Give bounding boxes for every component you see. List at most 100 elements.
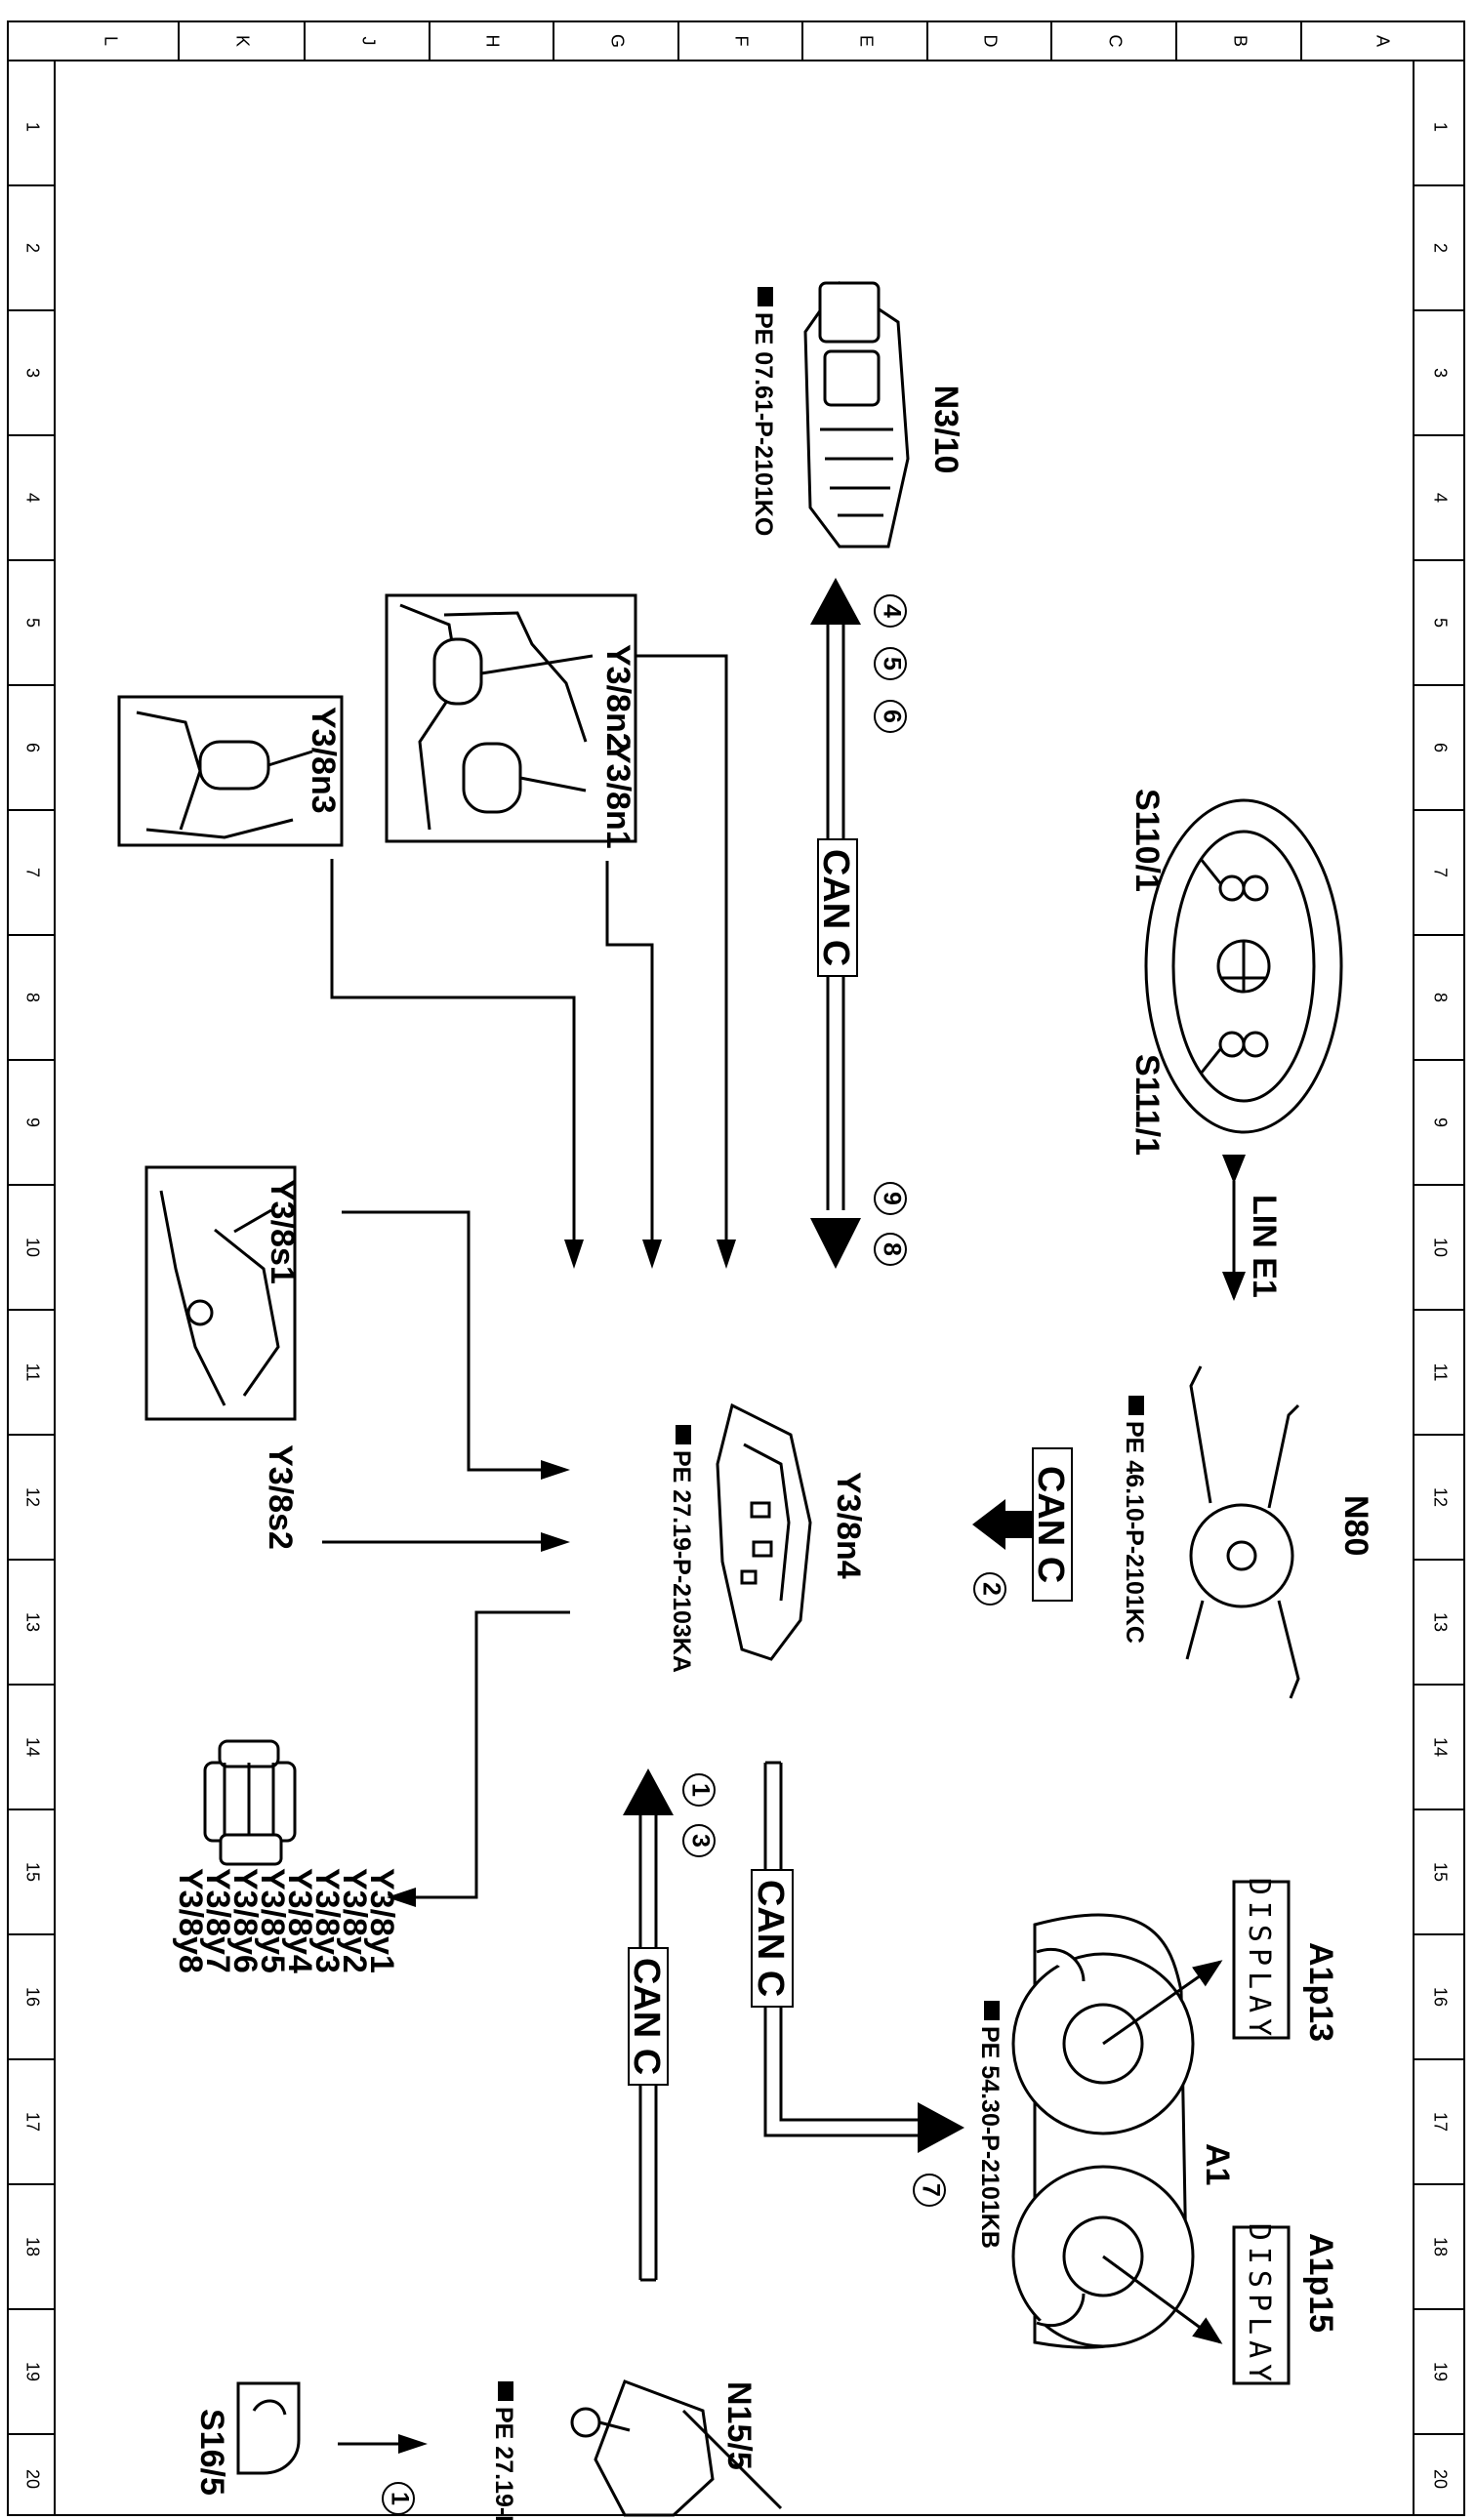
y3-8n3-inset xyxy=(117,695,344,847)
n15-5-ref-text: PE 27.19-P-21 xyxy=(490,2407,517,2520)
can-n80-label: CAN C xyxy=(1030,1466,1071,1583)
a1-ref: PE 54.30-P-2101KB xyxy=(976,2001,1004,2249)
arrow-to-n4-1 xyxy=(717,1240,736,1269)
row-labels-left: 1 2 3 4 5 6 7 8 9 10 11 12 13 14 15 16 1… xyxy=(22,122,42,2489)
can-cluster-arrow xyxy=(918,2102,964,2153)
n80-ref: PE 46.10-P-2101KC xyxy=(1121,1396,1148,1644)
row-label-right-20: 20 xyxy=(1430,2469,1450,2489)
marker-7: 7 xyxy=(917,2183,944,2197)
row-label-left-3: 3 xyxy=(22,368,42,378)
n3-10-control-unit-icon xyxy=(803,280,910,549)
y3-8n4-ref-text: PE 27.19-P-2103KA xyxy=(668,1450,695,1673)
row-label-right-19: 19 xyxy=(1430,2362,1450,2381)
row-label-right-13: 13 xyxy=(1430,1612,1450,1632)
marker-group-456: 4 5 6 xyxy=(874,594,907,733)
steering-wheel-icon xyxy=(1144,798,1343,1134)
row-ruler xyxy=(8,184,1464,2435)
col-label-f: F xyxy=(731,36,751,47)
arrow-s16-5 xyxy=(398,2434,428,2454)
col-label-e: E xyxy=(856,35,876,47)
s16-5-label: S16/5 xyxy=(193,2409,230,2496)
can-top-label: CAN C xyxy=(815,849,856,966)
a1p13-display: DISPLAY xyxy=(1232,1878,1291,2042)
marker-2-circle xyxy=(973,1572,1006,1605)
row-label-right-17: 17 xyxy=(1430,2112,1450,2132)
col-label-h: H xyxy=(482,35,502,48)
y3-8n1-n2-inset xyxy=(385,593,637,843)
can-lower-arrow-up xyxy=(623,1768,674,1815)
col-label-d: D xyxy=(980,35,1000,48)
row-label-right-5: 5 xyxy=(1430,618,1450,628)
n80-module-icon xyxy=(1185,1365,1300,1699)
row-label-left-7: 7 xyxy=(22,868,42,877)
column-labels: L K J H G F E D C B A xyxy=(101,34,1392,48)
n15-5-label: N15/5 xyxy=(720,2381,758,2470)
s111-1-label: S111/1 xyxy=(1128,1054,1166,1156)
col-label-b: B xyxy=(1230,35,1250,47)
can-top-label-box: CAN C xyxy=(815,838,858,977)
marker-4: 4 xyxy=(878,604,905,618)
a1p15-label: A1p15 xyxy=(1302,2233,1339,2333)
can-lower-label: CAN C xyxy=(626,1958,667,2075)
row-label-left-5: 5 xyxy=(22,618,42,628)
arrow-s2-to-n4 xyxy=(541,1532,570,1552)
row-label-left-6: 6 xyxy=(22,743,42,752)
can-cluster-label-box: CAN C xyxy=(750,1869,794,2008)
row-label-right-2: 2 xyxy=(1430,243,1450,253)
s16-5-selector-icon xyxy=(236,2381,301,2475)
col-label-a: A xyxy=(1373,35,1392,47)
valve-label-7: Y3/8y7 xyxy=(199,1868,236,1973)
col-label-c: C xyxy=(1105,35,1125,48)
row-label-left-4: 4 xyxy=(22,493,42,503)
marker-5: 5 xyxy=(878,657,905,671)
row-label-left-16: 16 xyxy=(22,1987,42,2007)
a1p13-display-text: DISPLAY xyxy=(1242,1878,1276,2042)
ref-hand-icon xyxy=(1128,1396,1144,1415)
a1-ref-text: PE 54.30-P-2101KB xyxy=(976,2026,1004,2249)
row-label-left-10: 10 xyxy=(22,1238,42,1257)
can-top-arrow-down xyxy=(810,1218,861,1269)
marker-group-13: 1 3 xyxy=(682,1773,716,1857)
a1p13-label: A1p13 xyxy=(1302,1942,1339,2042)
instrument-cluster-icon xyxy=(1011,1913,1223,2349)
row-label-left-14: 14 xyxy=(22,1737,42,1757)
valve-label-6: Y3/8y6 xyxy=(226,1868,264,1973)
valve-label-1: Y3/8y1 xyxy=(363,1868,400,1973)
row-label-left-17: 17 xyxy=(22,2112,42,2132)
arrow-to-n4-2 xyxy=(642,1240,662,1269)
row-label-right-11: 11 xyxy=(1430,1363,1450,1382)
y3-8s1-label: Y3/8s1 xyxy=(264,1179,301,1284)
row-label-right-3: 3 xyxy=(1430,368,1450,378)
n3-10-ref: PE 07.61-P-2101KO xyxy=(750,287,777,536)
valve-label-4: Y3/8y4 xyxy=(281,1868,318,1973)
marker-9: 9 xyxy=(878,1192,905,1205)
y3-8n4-module-icon xyxy=(716,1402,812,1661)
row-label-right-18: 18 xyxy=(1430,2237,1450,2256)
lin-label: LIN E1 xyxy=(1246,1195,1283,1298)
row-label-right-6: 6 xyxy=(1430,743,1450,752)
can-cluster-label: CAN C xyxy=(750,1880,791,1997)
valve-labels: Y3/8y1 Y3/8y2 Y3/8y3 Y3/8y4 Y3/8y5 Y3/8y… xyxy=(172,1868,400,1973)
row-label-right-10: 10 xyxy=(1430,1238,1450,1257)
y3-8n2-label: Y3/8n2 xyxy=(599,644,636,752)
marker-1b: 1 xyxy=(386,2492,413,2505)
y3-8n4-ref: PE 27.19-P-2103KA xyxy=(668,1425,695,1673)
y3-8n3-label: Y3/8n3 xyxy=(305,707,342,814)
marker-7-circle xyxy=(913,2174,946,2207)
row-label-left-13: 13 xyxy=(22,1612,42,1632)
ref-hand-icon xyxy=(758,287,773,306)
n80-label: N80 xyxy=(1337,1495,1374,1556)
row-label-left-8: 8 xyxy=(22,993,42,1002)
n3-10-ref-text: PE 07.61-P-2101KO xyxy=(750,312,777,536)
can-top-arrow-up xyxy=(810,578,861,625)
marker-1: 1 xyxy=(686,1783,714,1797)
valve-block-icon xyxy=(203,1739,297,1866)
col-label-k: K xyxy=(232,35,252,47)
row-label-left-11: 11 xyxy=(22,1363,42,1382)
row-label-left-18: 18 xyxy=(22,2237,42,2256)
marker-8: 8 xyxy=(878,1242,905,1256)
can-n80-label-box: CAN C xyxy=(1030,1447,1073,1602)
y3-8s2-label: Y3/8s2 xyxy=(262,1444,299,1550)
col-label-j: J xyxy=(358,37,378,46)
